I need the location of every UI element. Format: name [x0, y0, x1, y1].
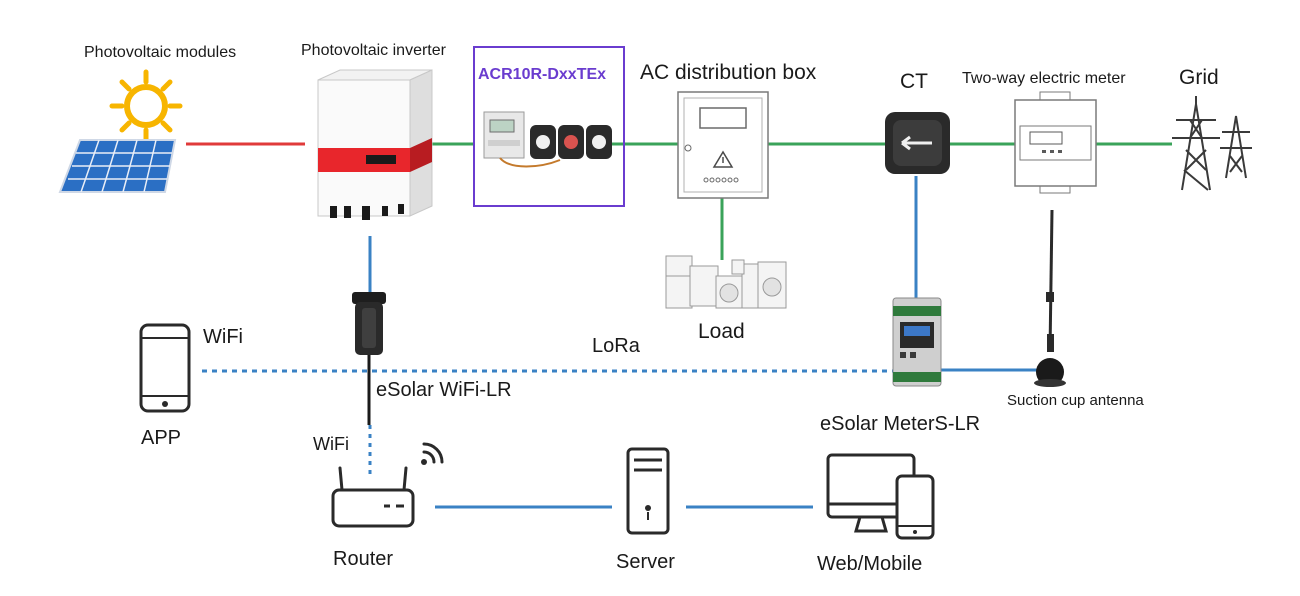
- meter-with-ct-icon: [483, 111, 612, 168]
- label-lora: LoRa: [592, 335, 640, 357]
- label-grid: Grid: [1179, 66, 1219, 89]
- wifi-signal-icon: [421, 442, 444, 465]
- power-pylon-icon: [1172, 96, 1252, 191]
- router-icon: [331, 466, 415, 528]
- din-rail-meter-icon: [892, 297, 942, 387]
- wifi-dongle-icon: [352, 292, 386, 355]
- distribution-box-icon: [677, 91, 769, 199]
- label-app: APP: [141, 427, 182, 449]
- label-suction-antenna: Suction cup antenna: [1007, 392, 1144, 409]
- label-pv-inverter: Photovoltaic inverter: [301, 42, 446, 59]
- label-pv-modules: Photovoltaic modules: [84, 44, 237, 61]
- server-icon: [626, 447, 670, 535]
- inverter-icon: [317, 69, 433, 220]
- label-ct: CT: [900, 70, 928, 93]
- label-router: Router: [333, 548, 394, 570]
- label-esolar-wifi: eSolar WiFi-LR: [376, 379, 512, 401]
- antenna-icon: [1034, 209, 1066, 387]
- label-ac-box: AC distribution box: [640, 61, 817, 84]
- label-server: Server: [616, 551, 675, 573]
- phone-icon: [139, 323, 191, 413]
- label-web-mobile: Web/Mobile: [817, 553, 923, 575]
- label-esolar-meter: eSolar MeterS-LR: [820, 413, 981, 435]
- appliances-icon: [665, 255, 787, 309]
- solar-panel-icon: [58, 139, 177, 193]
- label-two-way-meter: Two-way electric meter: [962, 70, 1126, 87]
- label-acr-meter: ACR10R-DxxTEx: [478, 66, 607, 83]
- monitor-icon: [826, 453, 935, 540]
- label-load: Load: [698, 320, 745, 343]
- label-wifi-app: WiFi: [203, 326, 243, 348]
- ct-clamp-icon: [885, 112, 950, 174]
- sun-icon: [109, 69, 183, 143]
- label-wifi-router: WiFi: [313, 434, 349, 454]
- acr-highlight-box: [473, 46, 625, 207]
- electric-meter-icon: [1014, 91, 1097, 194]
